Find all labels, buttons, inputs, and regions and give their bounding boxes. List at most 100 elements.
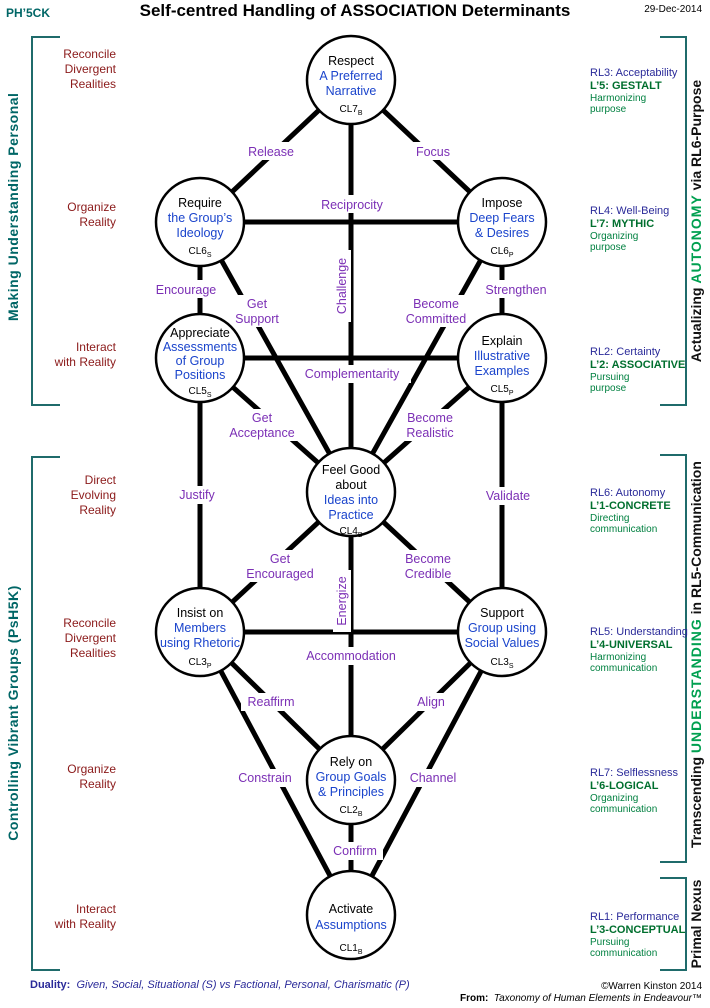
svg-text:CL2B: CL2B [339,805,362,818]
label-constrain: Constrain [238,771,292,785]
svg-text:Assumptions: Assumptions [315,918,387,932]
edge-labels: Release Focus Reciprocity Challenge Enco… [156,145,547,858]
upper-right-section-label: Actualizing AUTONOMY via RL6-Purpose [688,79,704,363]
right-brackets [660,36,687,971]
node-cl2: Rely on Group Goals & Principles CL2B [305,734,397,826]
label-strengthen: Strengthen [485,283,546,297]
middle-right-section-label: Transcending UNDERSTANDING in RL5-Commun… [688,461,704,848]
label-challenge: Challenge [335,258,349,314]
svg-text:A Preferred: A Preferred [319,69,382,83]
svg-text:of Group: of Group [176,354,225,368]
node-cl4: Feel Good about Ideas into Practice CL4B [305,446,397,539]
label-become-credible-1: Become [405,552,451,566]
label-confirm: Confirm [333,844,377,858]
svg-text:using Rhetoric: using Rhetoric [160,636,240,650]
label-get-support-1: Get [247,297,268,311]
svg-text:& Principles: & Principles [318,785,384,799]
middle-right-bracket [660,454,687,863]
svg-text:CL7B: CL7B [339,104,362,117]
svg-text:Impose: Impose [482,196,523,210]
svg-text:Positions: Positions [175,368,226,382]
svg-text:CL3P: CL3P [188,657,211,670]
label-align: Align [417,695,445,709]
label-release: Release [248,145,294,159]
label-get-acceptance-2: Acceptance [229,426,294,440]
node-cl3p: Insist on Members using Rhetoric CL3P [154,586,246,678]
svg-text:Narrative: Narrative [326,84,377,98]
node-cl3s: Support Group using Social Values CL3S [456,586,548,678]
diagram-code: PH’5CK [6,6,51,20]
svg-text:Rely on: Rely on [330,755,372,769]
upper-left-bracket [31,36,60,406]
svg-text:CL5P: CL5P [490,384,513,397]
svg-text:Members: Members [174,621,226,635]
svg-text:Practice: Practice [328,508,373,522]
date-label: 29-Dec-2014 [644,4,702,15]
page-title: Self-centred Handling of ASSOCIATION Det… [139,1,571,20]
svg-text:Feel Good: Feel Good [322,463,380,477]
svg-text:Explain: Explain [482,334,523,348]
label-become-realistic-1: Become [407,411,453,425]
svg-text:& Desires: & Desires [475,226,529,240]
label-energize: Energize [335,576,349,625]
svg-text:Illustrative: Illustrative [474,349,530,363]
svg-text:Ideology: Ideology [176,226,224,240]
left-brackets [31,36,60,971]
duality-footer: Duality: Given, Social, Situational (S) … [30,979,410,991]
lower-left-bracket [31,456,60,971]
svg-text:Social Values: Social Values [465,636,540,650]
node-cl5s: Appreciate Assessments of Group Position… [154,312,246,404]
label-focus: Focus [416,145,450,159]
label-become-realistic-2: Realistic [406,426,453,440]
svg-text:Activate: Activate [329,902,374,916]
label-get-support-2: Support [235,312,279,326]
svg-text:Group using: Group using [468,621,536,635]
svg-text:Require: Require [178,196,222,210]
label-channel: Channel [410,771,457,785]
svg-text:CL3S: CL3S [490,657,513,670]
node-cl6p: Impose Deep Fears & Desires CL6P [456,176,548,268]
label-become-committed-1: Become [413,297,459,311]
upper-right-bracket [660,36,687,406]
copyright-footer: ©Warren Kinston 2014 From: Taxonomy of H… [460,981,702,1004]
lower-left-section-label: Controlling Vibrant Groups (PsH5K) [5,585,21,841]
svg-text:CL4B: CL4B [339,526,362,539]
svg-text:the Group’s: the Group’s [168,211,232,225]
label-justify: Justify [179,488,215,502]
svg-text:Assessments: Assessments [163,340,237,354]
node-cl5p: Explain Illustrative Examples CL5P [456,312,548,404]
svg-text:about: about [335,478,367,492]
svg-text:Insist on: Insist on [177,606,224,620]
node-cl6s: Require the Group’s Ideology CL6S [154,176,246,268]
lower-right-bracket [660,877,687,971]
nodes: Respect A Preferred Narrative CL7B Requi… [154,34,548,961]
upper-left-section-label: Making Understanding Personal [5,92,21,321]
node-cl1: Activate Assumptions CL1B [305,869,397,961]
label-get-encouraged-2: Encouraged [246,567,313,581]
label-complementarity: Complementarity [305,367,400,381]
svg-text:CL1B: CL1B [339,943,362,956]
node-cl7: Respect A Preferred Narrative CL7B [305,34,397,126]
svg-text:Support: Support [480,606,524,620]
label-get-encouraged-1: Get [270,552,291,566]
svg-text:Deep Fears: Deep Fears [469,211,534,225]
svg-text:CL6P: CL6P [490,246,513,259]
svg-text:Ideas into: Ideas into [324,493,378,507]
lower-right-section-label: Primal Nexus [688,879,704,969]
label-get-acceptance-1: Get [252,411,273,425]
svg-text:Respect: Respect [328,54,374,68]
svg-text:CL6S: CL6S [188,246,211,259]
label-encourage: Encourage [156,283,217,297]
